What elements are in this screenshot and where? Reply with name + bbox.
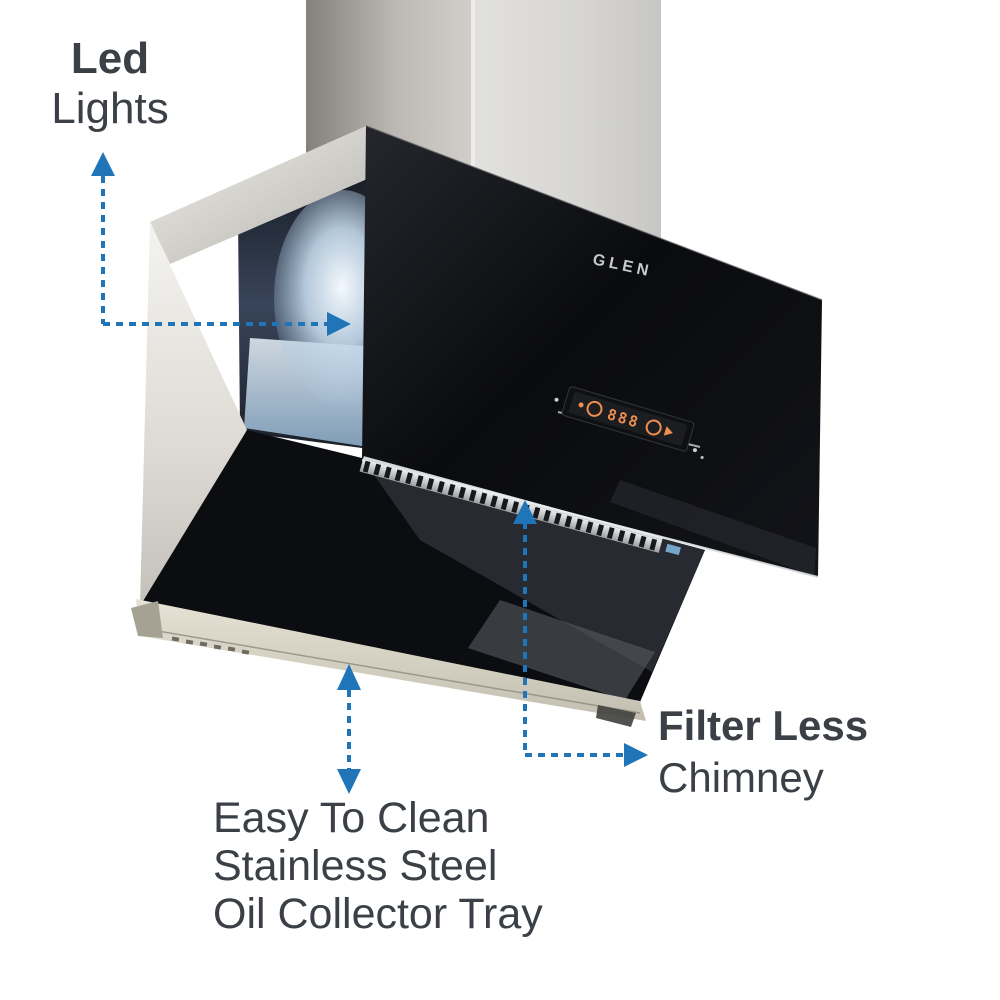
front-glass-face — [362, 126, 822, 577]
tray-label-line3: Oil Collector Tray — [213, 890, 543, 938]
filter-label-line1: Filter Less — [658, 702, 869, 749]
lower-panel-sheen — [362, 458, 705, 672]
filterless-vent-strip — [359, 456, 681, 556]
tray-label-line1: Easy To Clean — [213, 794, 490, 842]
arrowhead-right-icon — [624, 743, 648, 767]
touch-key-right — [692, 448, 697, 453]
tray-end-cap — [131, 601, 163, 638]
power-dot-icon — [578, 402, 584, 408]
led-lights-arrow — [91, 152, 351, 336]
vent-strip-highlight — [363, 456, 663, 541]
control-panel: 888 — [554, 386, 704, 460]
glass-top-edge — [365, 125, 823, 301]
oil-tray-label: Easy To Clean Stainless Steel Oil Collec… — [213, 794, 613, 938]
tray-foot — [596, 705, 636, 727]
tray-vent-notches — [171, 636, 250, 655]
tray-label-line2: Stainless Steel — [213, 842, 498, 890]
touch-key-right2 — [700, 455, 704, 460]
timer-dial-icon — [645, 419, 662, 436]
hood-front-glass: GLEN — [361, 125, 823, 578]
hood-side-panel — [140, 222, 247, 606]
duct-corner-highlight — [471, 0, 475, 330]
tray-face — [136, 599, 646, 721]
vent-glint — [665, 543, 681, 556]
filter-less-label: Filter Less Chimney — [658, 700, 978, 804]
oil-collector-tray — [131, 599, 646, 727]
arrowhead-up-icon — [337, 664, 361, 690]
led-label-line1: Led — [70, 34, 150, 83]
fan-dial-icon — [586, 400, 603, 417]
arrowhead-up-icon — [91, 152, 115, 176]
hood-top-panel — [150, 126, 388, 264]
filter-label-line2: Chimney — [658, 754, 824, 801]
arrowhead-down-icon — [337, 769, 361, 794]
touch-key-left — [554, 397, 559, 402]
play-arrow-icon — [663, 426, 673, 436]
oil-tray-arrow — [337, 664, 361, 794]
glass-bottom-sheen — [610, 480, 816, 576]
filter-less-arrow — [513, 500, 648, 767]
arrowhead-right-icon — [327, 312, 351, 336]
hood-lower-panel — [140, 430, 705, 702]
arrowhead-up-icon — [513, 500, 537, 524]
tray-crease — [151, 629, 641, 714]
led-label-line2: Lights — [51, 84, 169, 133]
lower-panel-reflection — [468, 600, 655, 700]
vent-slots — [359, 459, 663, 553]
led-lights-label: Led Lights — [20, 34, 200, 134]
